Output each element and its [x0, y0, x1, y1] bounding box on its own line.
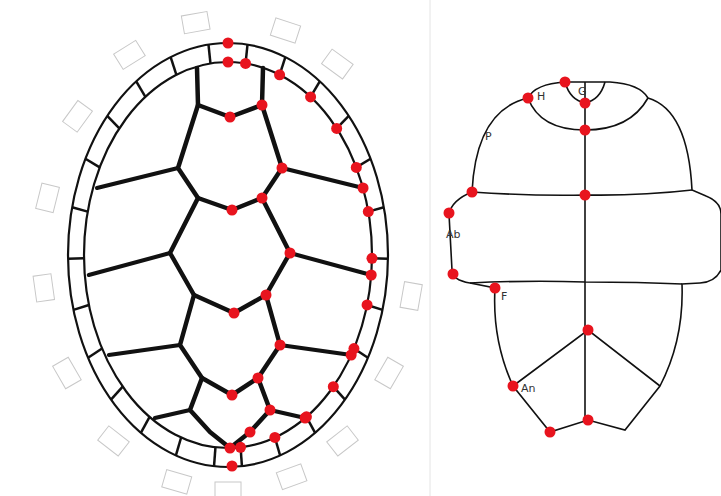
landmark-dot — [269, 432, 280, 443]
landmark-dot — [227, 205, 238, 216]
ghost-scute — [327, 426, 359, 456]
landmark-dot — [490, 283, 501, 294]
landmark-dot — [253, 373, 264, 384]
landmark-dot — [523, 93, 534, 104]
plastron-seam — [513, 330, 660, 386]
ghost-scute — [33, 274, 54, 302]
landmark-dot — [265, 405, 276, 416]
landmark-dot — [366, 270, 377, 281]
scute-label: P — [485, 131, 492, 142]
carapace — [33, 11, 422, 496]
ghost-scute — [400, 282, 422, 311]
scute-seam — [155, 410, 190, 418]
landmark-dot — [351, 162, 362, 173]
ghost-scute — [181, 11, 210, 33]
landmark-dot — [261, 290, 272, 301]
landmark-dot — [580, 98, 591, 109]
scute-seam — [109, 345, 180, 355]
landmark-dot — [467, 187, 478, 198]
plastron — [449, 82, 721, 432]
landmark-dot — [223, 38, 234, 49]
ghost-scute — [98, 426, 130, 456]
marginal-seam — [176, 437, 181, 455]
landmark-dot — [444, 208, 455, 219]
scute-label: G — [578, 86, 587, 97]
marginal-seam — [111, 387, 123, 400]
marginal-inner-edge — [84, 62, 372, 448]
carapace-outline — [68, 43, 388, 467]
landmark-dot — [448, 269, 459, 280]
landmark-dot — [240, 58, 251, 69]
landmark-dot — [583, 325, 594, 336]
landmark-dot — [229, 308, 240, 319]
ghost-scute — [53, 357, 82, 389]
ghost-scute — [36, 183, 60, 213]
marginal-seam — [88, 349, 102, 358]
scute-label: Ab — [446, 229, 461, 240]
marginal-seam — [209, 45, 211, 64]
landmark-dot — [580, 190, 591, 201]
landmark-dot — [235, 442, 246, 453]
landmark-dot — [225, 443, 236, 454]
marginal-seam — [141, 417, 150, 433]
landmark-dot — [257, 193, 268, 204]
ghost-scute — [375, 357, 404, 389]
panel-divider — [430, 0, 431, 496]
ghost-scute — [270, 18, 300, 43]
plastron-seam — [528, 98, 648, 130]
landmark-dot — [508, 381, 519, 392]
landmark-dot — [580, 125, 591, 136]
plastron-outline — [449, 82, 721, 432]
marginal-seam — [73, 305, 88, 310]
marginal-seam — [136, 81, 145, 97]
landmark-dot — [331, 123, 342, 134]
landmark-dot — [285, 248, 296, 259]
ghost-scute — [322, 49, 354, 79]
plastron-seam — [470, 281, 682, 284]
marginal-seam — [171, 57, 177, 75]
marginal-seam — [85, 159, 99, 168]
landmark-dot — [362, 299, 373, 310]
scute-seam — [280, 345, 351, 355]
scute-seam — [89, 253, 170, 275]
ghost-scute — [162, 470, 192, 494]
landmark-dot — [366, 253, 377, 264]
landmark-dot — [257, 100, 268, 111]
landmark-dot — [277, 163, 288, 174]
landmark-dot — [275, 340, 286, 351]
landmark-dot — [328, 381, 339, 392]
scute-label: An — [521, 383, 536, 394]
landmark-dot — [583, 415, 594, 426]
landmark-dot — [358, 183, 369, 194]
landmark-dot — [560, 77, 571, 88]
landmark-dot — [227, 390, 238, 401]
ghost-scute — [63, 100, 93, 132]
ghost-scute — [276, 464, 307, 490]
marginal-seam — [72, 207, 88, 211]
ghost-scute — [215, 482, 241, 496]
landmark-dot — [348, 343, 359, 354]
scute-seam — [282, 168, 363, 188]
landmark-dot — [227, 461, 238, 472]
ghost-scute — [114, 40, 146, 69]
landmarks — [223, 38, 594, 472]
landmark-dot — [274, 69, 285, 80]
landmark-dot — [301, 411, 312, 422]
marginal-seam — [107, 116, 119, 128]
marginal-seam — [214, 447, 215, 466]
landmark-dot — [305, 91, 316, 102]
landmark-dot — [363, 206, 374, 217]
marginal-seam — [68, 257, 84, 260]
landmark-dot — [223, 57, 234, 68]
landmark-dot — [245, 427, 256, 438]
landmark-dot — [545, 427, 556, 438]
scute-seam — [290, 253, 371, 275]
scute-label: H — [537, 91, 545, 102]
landmark-dot — [225, 112, 236, 123]
scute-label: F — [501, 291, 507, 302]
scute-seam — [97, 168, 178, 188]
